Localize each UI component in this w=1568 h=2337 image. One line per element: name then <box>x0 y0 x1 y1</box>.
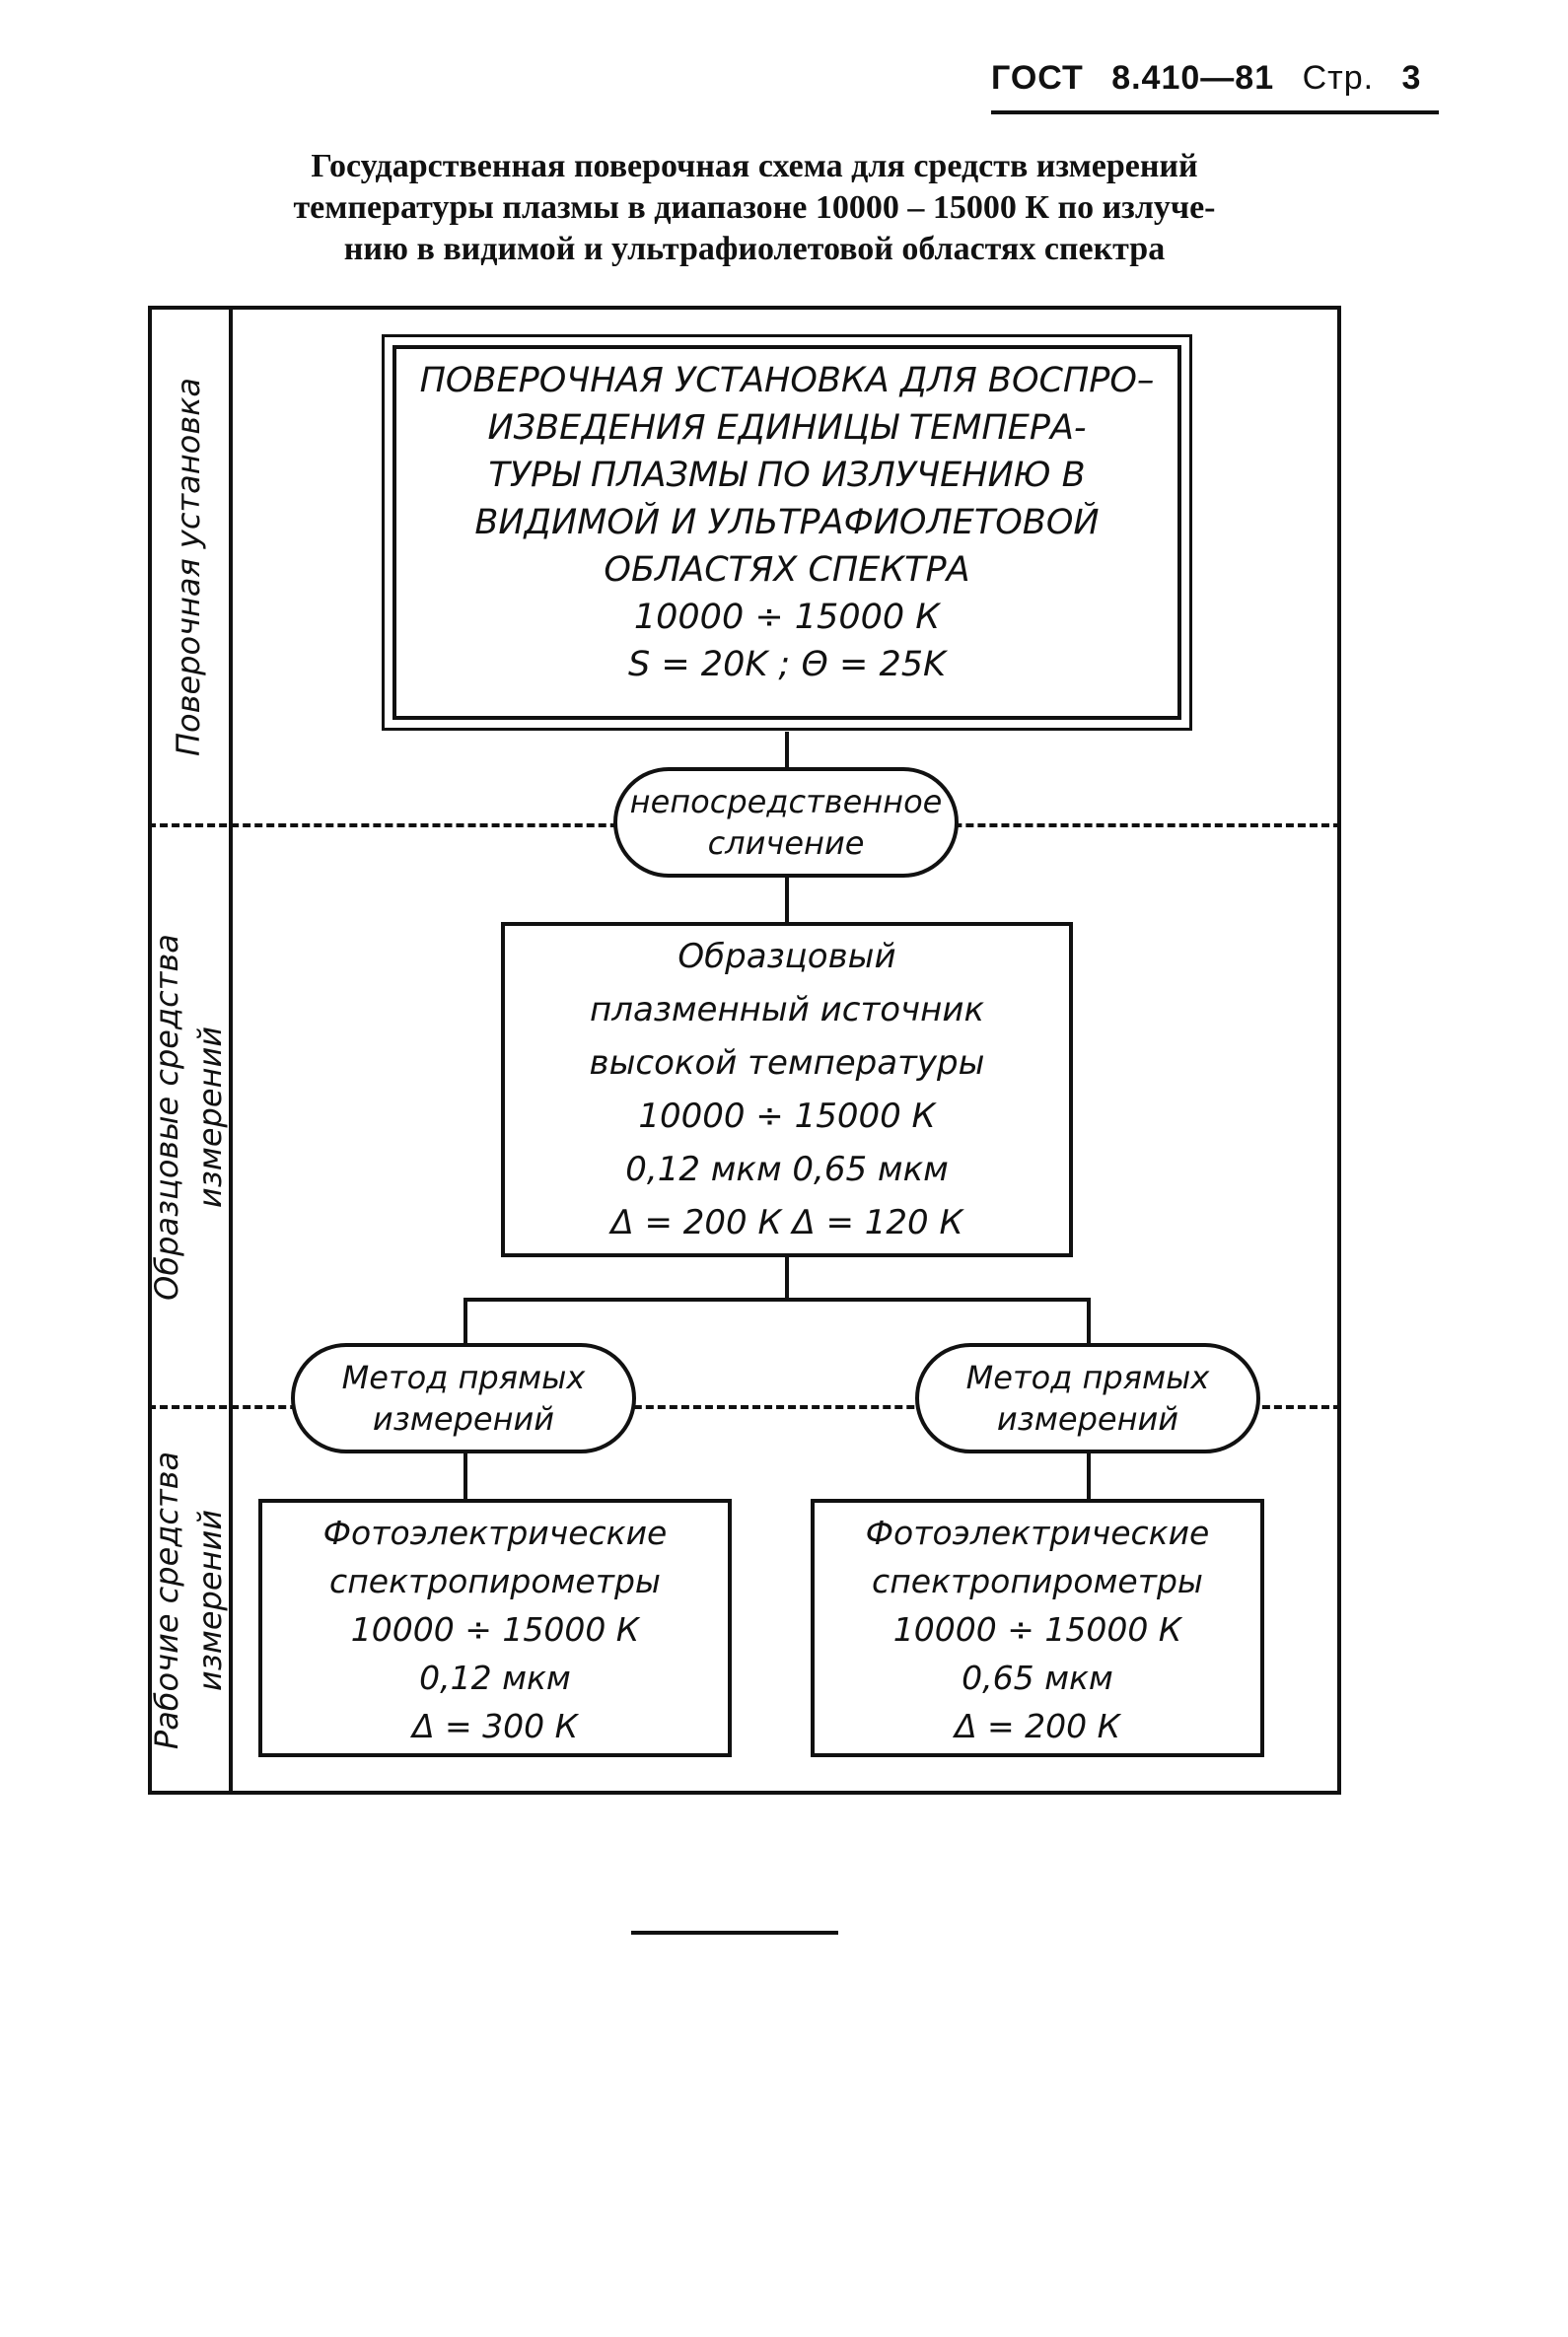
method-right-line-2: измерений <box>996 1400 1179 1438</box>
row-label-setup: Поверочная установка <box>148 311 229 823</box>
pyrometer-left-line-2: спектропирометры <box>329 1562 661 1600</box>
label-column-divider <box>229 306 233 1795</box>
primary-line-3: ТУРЫ ПЛАЗМЫ ПО ИЗЛУЧЕНИЮ В <box>488 456 1086 495</box>
standard-label: ГОСТ <box>991 59 1084 97</box>
pyrometer-right-line-4: 0,65 мкм <box>962 1659 1113 1697</box>
row-label-reference-line-1: Образцовые средства <box>148 933 185 1301</box>
primary-line-6: 10000 ÷ 15000 К <box>633 598 941 637</box>
pyrometer-right-line-3: 10000 ÷ 15000 К <box>892 1610 1182 1649</box>
connector-method-left-pyrometer <box>463 1450 467 1499</box>
method-right-line-1: Метод прямых <box>965 1359 1210 1396</box>
row-label-working-line-1: Рабочие средства <box>148 1451 186 1749</box>
method-left-line-2: измерений <box>372 1400 555 1438</box>
connector-fork-left <box>463 1298 467 1343</box>
standard-number: 8.410—81 <box>1111 59 1275 97</box>
pyrometer-box-right: Фотоэлектрические спектропирометры 10000… <box>811 1499 1264 1757</box>
row-label-working: Рабочие средства измерений <box>148 1410 229 1790</box>
connector-source-fork <box>785 1254 789 1300</box>
primary-line-2: ИЗВЕДЕНИЯ ЕДИНИЦЫ ТЕМПЕРА- <box>487 408 1087 448</box>
comparison-node: непосредственное сличение <box>613 767 959 878</box>
primary-line-1: ПОВЕРОЧНАЯ УСТАНОВКА ДЛЯ ВОСПРО– <box>419 361 1155 400</box>
connector-fork-right <box>1087 1298 1091 1343</box>
page-number: 3 <box>1401 59 1422 97</box>
divider-reference-working <box>148 1405 1341 1409</box>
reference-line-6: Δ = 200 К Δ = 120 К <box>610 1203 963 1242</box>
end-rule <box>631 1931 838 1935</box>
reference-line-1: Образцовый <box>677 937 896 976</box>
reference-line-4: 10000 ÷ 15000 К <box>638 1097 936 1136</box>
reference-line-3: высокой температуры <box>589 1043 985 1083</box>
row-label-working-line-2: измерений <box>191 1509 230 1691</box>
pyrometer-left-line-4: 0,12 мкм <box>419 1659 571 1697</box>
pyrometer-left-line-1: Фотоэлектрические <box>322 1514 668 1552</box>
title-line-2: температуры плазмы в диапазоне 10000 – 1… <box>293 189 1216 226</box>
connector-method-right-pyrometer <box>1087 1450 1091 1499</box>
method-node-left: Метод прямых измерений <box>291 1343 636 1453</box>
pyrometer-right-line-5: Δ = 200 К <box>954 1707 1121 1745</box>
page-header: ГОСТ 8.410—81 Стр. 3 <box>991 59 1440 114</box>
diagram-frame <box>148 306 1341 1795</box>
primary-line-7: S = 20K ; Θ = 25K <box>628 645 946 684</box>
row-label-reference: Образцовые средства измерений <box>148 828 229 1405</box>
title-line-1: Государственная поверочная схема для сре… <box>311 148 1198 184</box>
diagram-title: Государственная поверочная схема для сре… <box>187 146 1321 270</box>
primary-line-5: ОБЛАСТЯХ СПЕКТРА <box>604 550 970 590</box>
header-rule <box>991 110 1440 114</box>
method-node-right: Метод прямых измерений <box>915 1343 1260 1453</box>
pyrometer-box-left: Фотоэлектрические спектропирометры 10000… <box>258 1499 732 1757</box>
row-label-reference-line-2: измерений <box>191 1026 229 1208</box>
connector-primary-comparison <box>785 732 789 767</box>
reference-source-box: Образцовый плазменный источник высокой т… <box>501 922 1073 1257</box>
primary-setup-box: ПОВЕРОЧНАЯ УСТАНОВКА ДЛЯ ВОСПРО– ИЗВЕДЕН… <box>382 334 1192 731</box>
pyrometer-left-line-5: Δ = 300 К <box>411 1707 579 1745</box>
primary-line-4: ВИДИМОЙ И УЛЬТРАФИОЛЕТОВОЙ <box>474 503 1100 542</box>
reference-line-2: плазменный источник <box>590 990 984 1029</box>
connector-comparison-source <box>785 878 789 922</box>
pyrometer-right-line-1: Фотоэлектрические <box>865 1514 1210 1552</box>
row-label-setup-line-1: Поверочная установка <box>170 377 208 757</box>
page-label: Стр. <box>1302 59 1375 97</box>
method-left-line-1: Метод прямых <box>341 1359 586 1396</box>
comparison-line-2: сличение <box>707 824 865 862</box>
reference-line-5: 0,12 мкм 0,65 мкм <box>625 1150 949 1189</box>
comparison-line-1: непосредственное <box>629 783 943 820</box>
connector-fork <box>463 1298 1091 1302</box>
pyrometer-right-line-2: спектропирометры <box>872 1562 1203 1600</box>
title-line-3: нию в видимой и ультрафиолетовой областя… <box>343 231 1166 267</box>
pyrometer-left-line-3: 10000 ÷ 15000 К <box>350 1610 640 1649</box>
